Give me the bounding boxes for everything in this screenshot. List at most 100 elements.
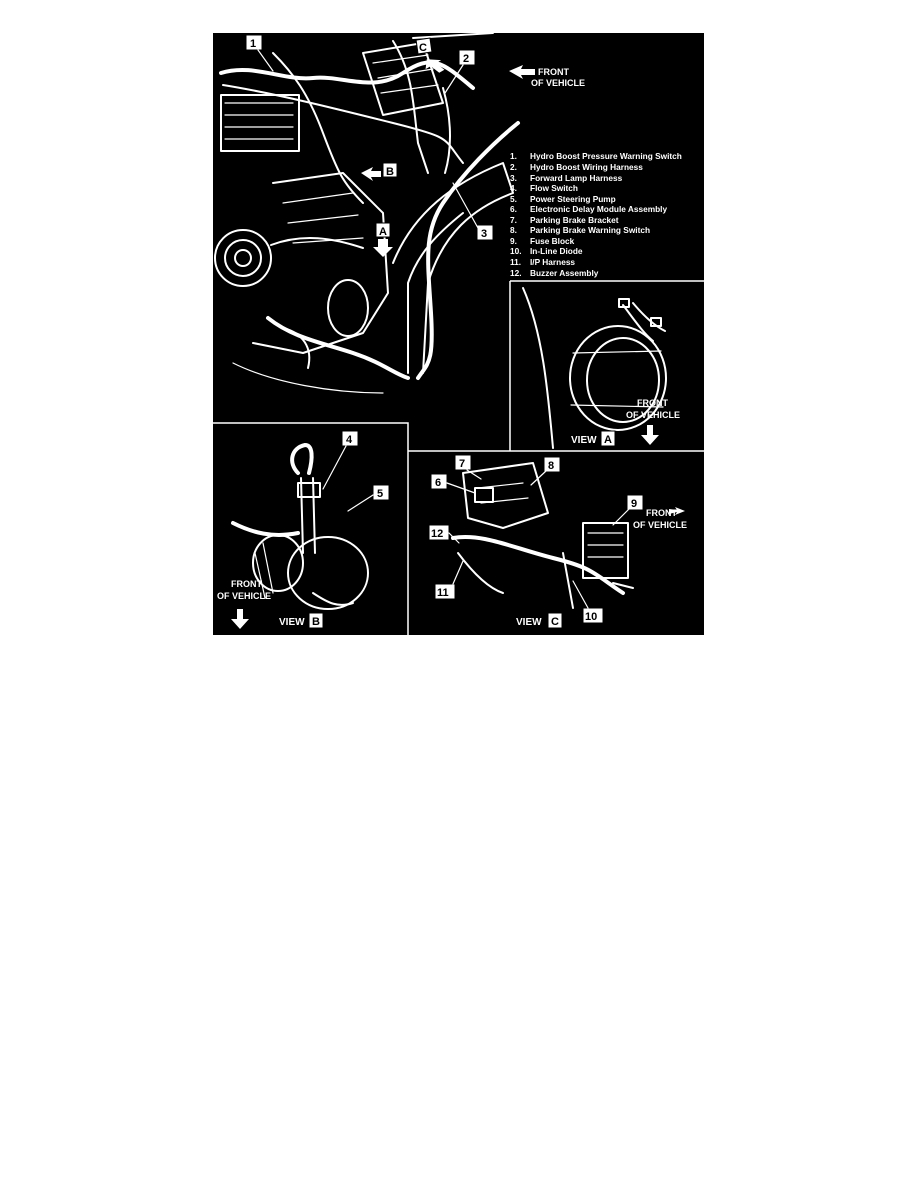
lower-harness: [266, 316, 410, 380]
view-c-letter: C: [551, 616, 559, 628]
view-a-front-line1: FRONT: [637, 398, 668, 408]
pulley-hub: [234, 249, 252, 267]
view-a-wires: [622, 302, 666, 342]
legend-num-6: 6.: [510, 204, 517, 214]
harness-branch: [222, 84, 464, 164]
legend-text-4: Flow Switch: [530, 183, 578, 193]
callout-4: 4: [322, 430, 359, 490]
diagram-canvas: FRONT OF VEHICLE C B A 1 2 3 1. Hydro Bo…: [213, 33, 704, 635]
view-c-front-arrow-icon: [669, 507, 685, 515]
view-c-panel: 6 7 8 9 10 11 12: [428, 454, 687, 629]
view-b-arrow-icon: [361, 167, 381, 181]
cowl-outline: [392, 33, 494, 174]
legend-num-4: 4.: [510, 183, 517, 193]
view-c-front-line1: FRONT: [646, 508, 677, 518]
callout-5: 5: [347, 484, 390, 512]
engine-block-ribs: [282, 192, 364, 244]
junction-box-outline: [220, 94, 300, 152]
callout-8: 8: [530, 456, 561, 486]
svg-text:8: 8: [548, 460, 554, 472]
svg-text:7: 7: [459, 458, 465, 470]
main-harness-top: [219, 60, 475, 90]
view-marker-a: A: [373, 222, 393, 257]
wiring-diagram-figure: FRONT OF VEHICLE C B A 1 2 3 1. Hydro Bo…: [213, 33, 704, 635]
harness-drop: [272, 52, 364, 204]
view-c-bracket: [462, 462, 549, 529]
view-c-arrow-icon: [425, 59, 445, 73]
view-b-hose-loop: [290, 442, 314, 475]
view-a-outer-ring: [569, 325, 667, 431]
view-c-connector-lead: [612, 582, 634, 589]
legend-num-11: 11.: [510, 257, 521, 267]
svg-text:9: 9: [631, 498, 637, 510]
view-a-inner-ring: [586, 337, 660, 423]
legend-text-10: In-Line Diode: [530, 246, 583, 256]
svg-text:5: 5: [377, 488, 383, 500]
legend-text-12: Buzzer Assembly: [530, 268, 599, 278]
callout-10: 10: [572, 580, 604, 624]
legend-num-5: 5.: [510, 194, 517, 204]
callout-9: 9: [612, 494, 644, 526]
view-c-delay-module: [474, 487, 494, 503]
legend-num-10: 10.: [510, 246, 522, 256]
view-b-front-line1: FRONT: [231, 579, 262, 589]
view-marker-c: C: [415, 37, 445, 73]
frame-rail-line: [232, 362, 384, 394]
svg-text:2: 2: [463, 53, 469, 65]
view-c-fuse-slots: [587, 532, 624, 558]
svg-text:6: 6: [435, 477, 441, 489]
legend-text-11: I/P Harness: [530, 257, 575, 267]
view-b-flow-switch: [297, 482, 321, 498]
junction-box-ribs: [224, 102, 294, 140]
engine-compartment-illustration: [214, 33, 520, 394]
view-a-word: VIEW: [571, 435, 597, 446]
firewall-port: [327, 279, 369, 337]
view-a-fender-curve: [522, 287, 554, 449]
fender-outline: [392, 162, 514, 374]
legend-text-7: Parking Brake Bracket: [530, 215, 619, 225]
front-arrow-left-icon: [509, 65, 535, 79]
view-c-diode-lead: [562, 552, 574, 609]
legend-num-9: 9.: [510, 236, 517, 246]
front-label-line1: FRONT: [538, 67, 569, 77]
legend-text-6: Electronic Delay Module Assembly: [530, 204, 667, 214]
view-b-pump-body: [287, 536, 369, 610]
legend-num-1: 1.: [510, 151, 517, 161]
view-b-hose-down: [300, 477, 316, 554]
svg-text:3: 3: [481, 228, 487, 240]
callout-12: 12: [428, 524, 460, 544]
svg-text:11: 11: [437, 587, 449, 599]
lower-harness-branch: [282, 327, 311, 369]
view-c-buzzer-lead: [457, 552, 504, 594]
view-a-front-line2: OF VEHICLE: [626, 410, 680, 420]
engine-block-outline: [252, 172, 389, 354]
pulley-mid: [224, 239, 262, 277]
legend-num-2: 2.: [510, 162, 517, 172]
view-b-word: VIEW: [279, 617, 305, 628]
view-b-front-line2: OF VEHICLE: [217, 591, 271, 601]
legend-text-9: Fuse Block: [530, 236, 575, 246]
legend-text-5: Power Steering Pump: [530, 194, 616, 204]
callout-1: 1: [245, 34, 274, 72]
view-b-letter: B: [312, 616, 320, 628]
pulley-outer: [214, 229, 272, 287]
view-a-arrow-icon: [373, 239, 393, 257]
belt-line: [270, 236, 364, 249]
view-marker-b: B: [361, 162, 398, 181]
callout-11: 11: [434, 560, 464, 600]
svg-text:A: A: [379, 226, 387, 238]
hydro-boost-unit: [362, 42, 444, 116]
callout-7: 7: [454, 454, 482, 480]
wiring-drop-c: [442, 87, 451, 174]
view-a-front-arrow-icon: [641, 425, 659, 445]
svg-text:12: 12: [431, 528, 443, 540]
view-a-letter: A: [604, 434, 612, 446]
parts-legend: 1. Hydro Boost Pressure Warning Switch 2…: [510, 151, 682, 278]
view-c-fuse-block: [582, 522, 629, 579]
view-b-border: [213, 422, 409, 635]
legend-text-8: Parking Brake Warning Switch: [530, 225, 650, 235]
callout-3: 3: [452, 182, 494, 241]
view-c-front-line2: OF VEHICLE: [633, 520, 687, 530]
view-c-bracket-ribs: [477, 482, 529, 504]
hydro-boost-details: [372, 54, 439, 94]
